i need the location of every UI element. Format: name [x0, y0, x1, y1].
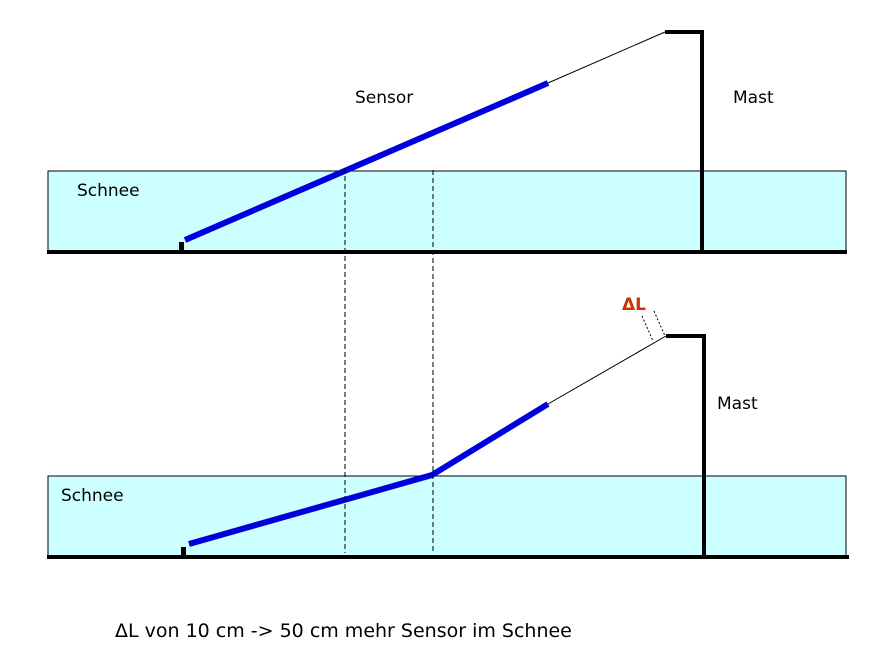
caption: ΔL von 10 cm -> 50 cm mehr Sensor im Sch… [115, 620, 572, 642]
top-anchor [179, 242, 184, 251]
bottom-panel: ΔL Mast Schnee [47, 295, 849, 559]
bottom-snow-layer [47, 475, 847, 557]
bottom-anchor [181, 547, 186, 556]
top-connection-line [547, 31, 666, 84]
top-panel: Sensor Mast Schnee [47, 30, 847, 254]
top-mast-label: Mast [733, 88, 774, 108]
top-snow-label: Schnee [77, 181, 140, 201]
top-snow-layer [47, 170, 847, 252]
top-sensor-label: Sensor [355, 88, 413, 108]
bottom-mast-label: Mast [717, 394, 758, 414]
top-sensor-cable[interactable] [183, 80, 550, 243]
guide-lines [344, 168, 434, 553]
delta-l-label: ΔL [622, 295, 646, 315]
bottom-connection-line [547, 335, 667, 405]
delta-l-dimension-line-2 [653, 310, 666, 337]
bottom-sensor-cable[interactable] [188, 401, 550, 547]
delta-l-dimension-line-1 [641, 315, 654, 342]
bottom-snow-label: Schnee [61, 486, 124, 506]
